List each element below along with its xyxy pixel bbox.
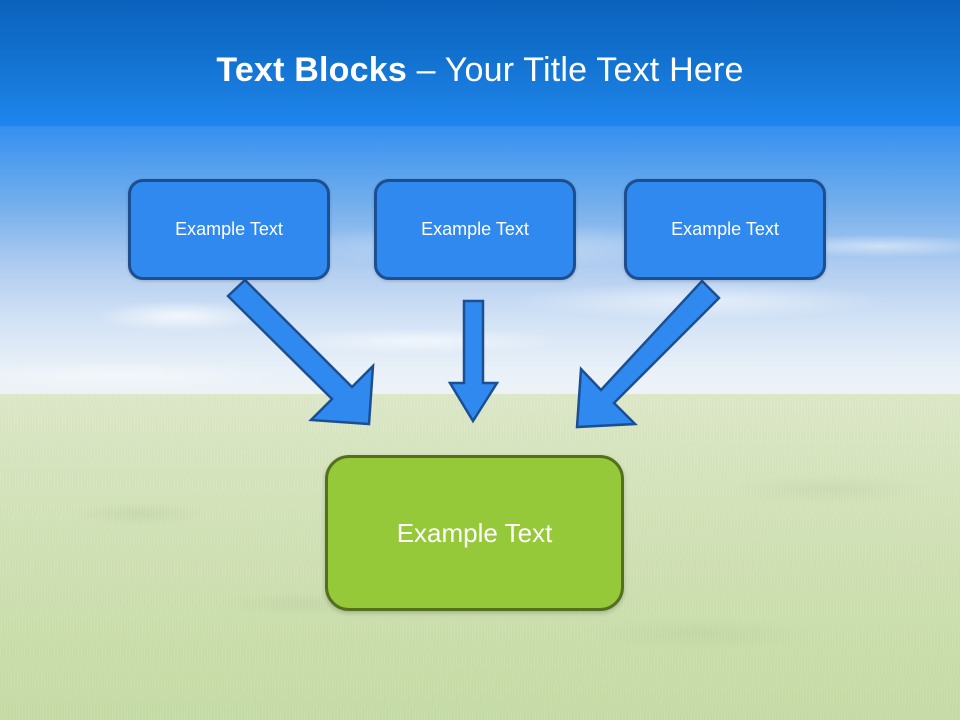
page-title-bold: Text Blocks <box>216 51 407 89</box>
source-box-1[interactable]: Example Text <box>128 179 330 280</box>
source-box-2-label: Example Text <box>421 219 529 239</box>
target-box[interactable]: Example Text <box>325 455 624 611</box>
source-box-3[interactable]: Example Text <box>624 179 826 280</box>
page-title-separator: – <box>406 51 445 89</box>
page-title: Text Blocks – Your Title Text Here <box>0 50 960 90</box>
target-box-label: Example Text <box>396 517 553 548</box>
source-box-2[interactable]: Example Text <box>374 179 576 280</box>
source-box-1-label: Example Text <box>175 219 283 239</box>
page-title-rest: Your Title Text Here <box>444 51 744 89</box>
source-box-3-label: Example Text <box>671 219 779 239</box>
title-banner: Text Blocks – Your Title Text Here <box>0 0 960 126</box>
